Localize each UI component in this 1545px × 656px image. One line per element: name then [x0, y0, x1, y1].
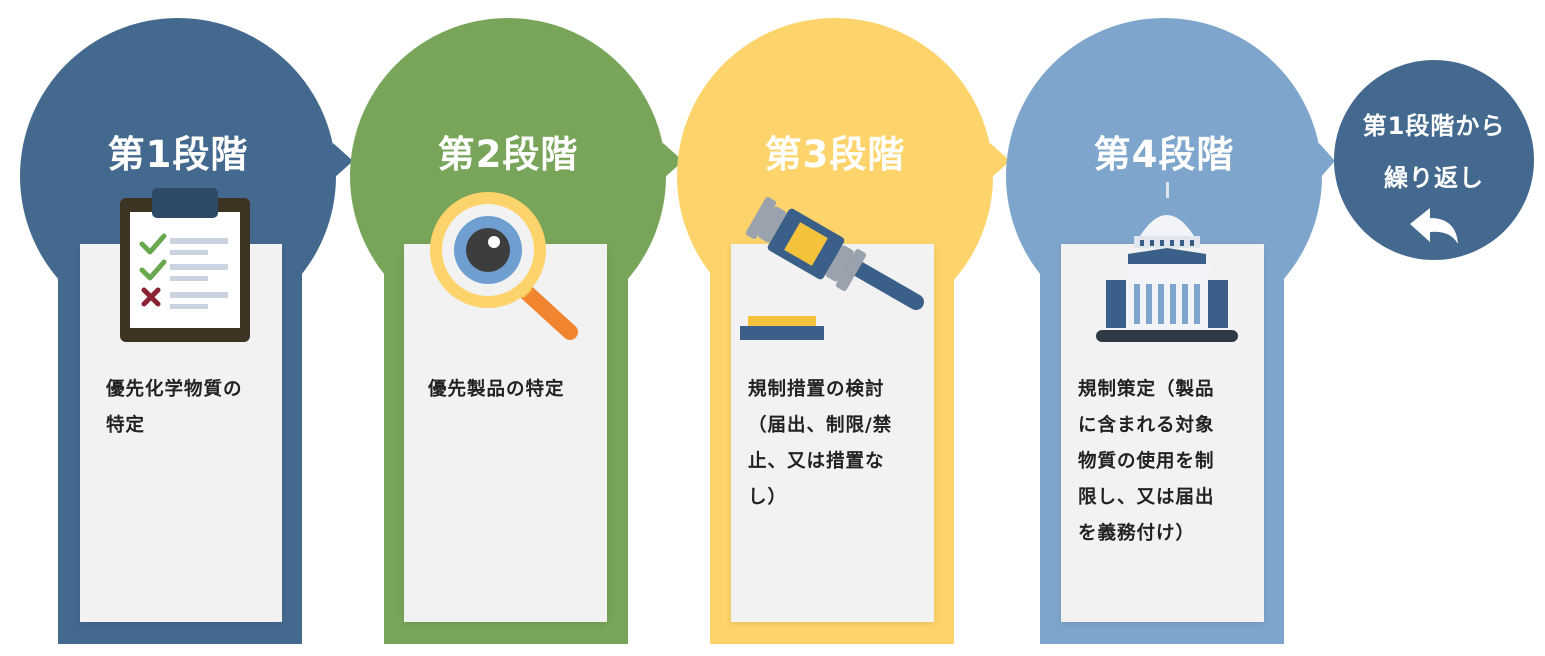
stage-2-title: 第2段階: [437, 133, 579, 176]
stage-4-description: 規制策定（製品 に含まれる対象 物質の使用を制 限し、又は届出 を義務付け）: [1078, 379, 1215, 544]
stage-2-card: [404, 244, 607, 622]
stage-3-arrow: [990, 143, 1010, 179]
clipboard-checklist-icon: [120, 188, 250, 342]
stage-3-description: 規制措置の検討 （届出、制限/禁 止、又は措置な し）: [748, 379, 893, 508]
return-arrow-icon: [1410, 208, 1458, 244]
stage-1-arrow: [333, 143, 353, 179]
gavel-icon: [740, 197, 924, 340]
capitol-building-icon: [1096, 182, 1238, 342]
repeat-label: 第1段階から 繰り返し: [1362, 112, 1506, 192]
stage-1-description: 優先化学物質の 特定: [106, 379, 243, 436]
stage-2-description: 優先製品の特定: [428, 379, 565, 400]
stage-4-title: 第4段階: [1093, 133, 1235, 176]
stage-3-title: 第3段階: [764, 133, 906, 176]
stage-3-card: [731, 244, 934, 622]
magnifying-glass-icon: [430, 192, 578, 340]
stage-1-title: 第1段階: [107, 133, 249, 176]
stage-4-arrow: [1319, 143, 1335, 179]
